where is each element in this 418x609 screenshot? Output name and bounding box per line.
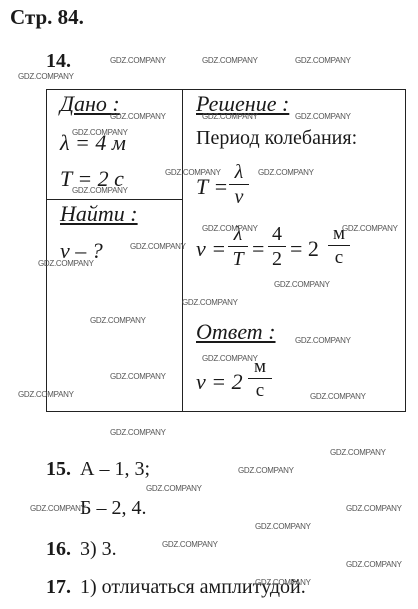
formula-period-fraction: λ v	[229, 162, 249, 207]
numerator: м	[332, 223, 346, 244]
watermark: GDZ.COMPANY	[110, 112, 166, 121]
given-period: T = 2 c	[60, 166, 124, 191]
watermark: GDZ.COMPANY	[342, 224, 398, 233]
numerator: 4	[272, 223, 282, 245]
formula-speed-equals-1: =	[252, 236, 265, 261]
solution-subtitle: Период колебания:	[196, 127, 358, 149]
watermark: GDZ.COMPANY	[90, 316, 146, 325]
watermark: GDZ.COMPANY	[162, 540, 218, 549]
watermark: GDZ.COMPANY	[110, 372, 166, 381]
fraction-bar	[328, 245, 350, 246]
answer-title: Ответ :	[196, 319, 276, 344]
watermark: GDZ.COMPANY	[72, 128, 128, 137]
find-unknown: v – ?	[60, 238, 103, 263]
watermark: GDZ.COMPANY	[130, 242, 186, 251]
find-title: Найти :	[60, 201, 138, 226]
task-14-number: 14.	[46, 50, 71, 72]
task-16-answer: 3) 3.	[80, 538, 117, 560]
formula-speed-lhs: v =	[196, 236, 227, 261]
formula-speed-fraction-2: 4 2	[268, 224, 286, 269]
watermark: GDZ.COMPANY	[295, 56, 351, 65]
page-header: Стр. 84.	[10, 5, 84, 29]
denominator: 2	[272, 248, 282, 270]
denominator: T	[232, 248, 244, 270]
watermark: GDZ.COMPANY	[202, 112, 258, 121]
watermark: GDZ.COMPANY	[295, 336, 351, 345]
fraction-bar	[228, 246, 248, 247]
watermark: GDZ.COMPANY	[310, 392, 366, 401]
watermark: GDZ.COMPANY	[202, 354, 258, 363]
watermark: GDZ.COMPANY	[255, 578, 311, 587]
watermark: GDZ.COMPANY	[202, 224, 258, 233]
solution-title: Решение :	[196, 91, 290, 116]
formula-speed-fraction-1: λ T	[228, 224, 248, 269]
watermark: GDZ.COMPANY	[330, 448, 386, 457]
watermark: GDZ.COMPANY	[295, 112, 351, 121]
watermark: GDZ.COMPANY	[346, 504, 402, 513]
given-lambda: λ = 4 м	[60, 130, 126, 155]
fraction-bar	[268, 246, 286, 247]
numerator: λ	[233, 223, 243, 245]
given-title: Дано :	[60, 91, 120, 116]
formula-period-denominator: v	[234, 186, 244, 208]
watermark: GDZ.COMPANY	[346, 560, 402, 569]
task-15-line-1: А – 1, 3;	[80, 458, 150, 480]
watermark: GDZ.COMPANY	[72, 186, 128, 195]
watermark: GDZ.COMPANY	[110, 56, 166, 65]
table-given-cell	[46, 89, 183, 200]
denominator: c	[255, 380, 265, 401]
watermark: GDZ.COMPANY	[38, 259, 94, 268]
answer-unit: м c	[248, 357, 272, 400]
watermark: GDZ.COMPANY	[202, 56, 258, 65]
fraction-bar	[248, 378, 272, 379]
watermark: GDZ.COMPANY	[258, 168, 314, 177]
formula-period-numerator: λ	[234, 161, 244, 183]
answer-lhs: v = 2	[196, 369, 243, 394]
watermark: GDZ.COMPANY	[18, 72, 74, 81]
watermark: GDZ.COMPANY	[146, 484, 202, 493]
watermark: GDZ.COMPANY	[274, 280, 330, 289]
watermark: GDZ.COMPANY	[165, 168, 221, 177]
task-16-number: 16.	[46, 538, 71, 560]
task-15-line-2: Б – 2, 4.	[80, 497, 147, 519]
watermark: GDZ.COMPANY	[255, 522, 311, 531]
formula-speed-result: = 2	[290, 236, 319, 261]
task-15-number: 15.	[46, 458, 71, 480]
watermark: GDZ.COMPANY	[182, 298, 238, 307]
fraction-bar	[229, 184, 249, 185]
formula-speed-unit: м c	[328, 224, 350, 267]
numerator: м	[253, 356, 267, 377]
watermark: GDZ.COMPANY	[18, 390, 74, 399]
watermark: GDZ.COMPANY	[30, 504, 86, 513]
watermark: GDZ.COMPANY	[238, 466, 294, 475]
denominator: c	[334, 247, 344, 268]
task-17-answer: 1) отличаться амплитудой.	[80, 576, 306, 598]
watermark: GDZ.COMPANY	[110, 428, 166, 437]
formula-period-lhs: T =	[196, 174, 229, 199]
task-17-number: 17.	[46, 576, 71, 598]
